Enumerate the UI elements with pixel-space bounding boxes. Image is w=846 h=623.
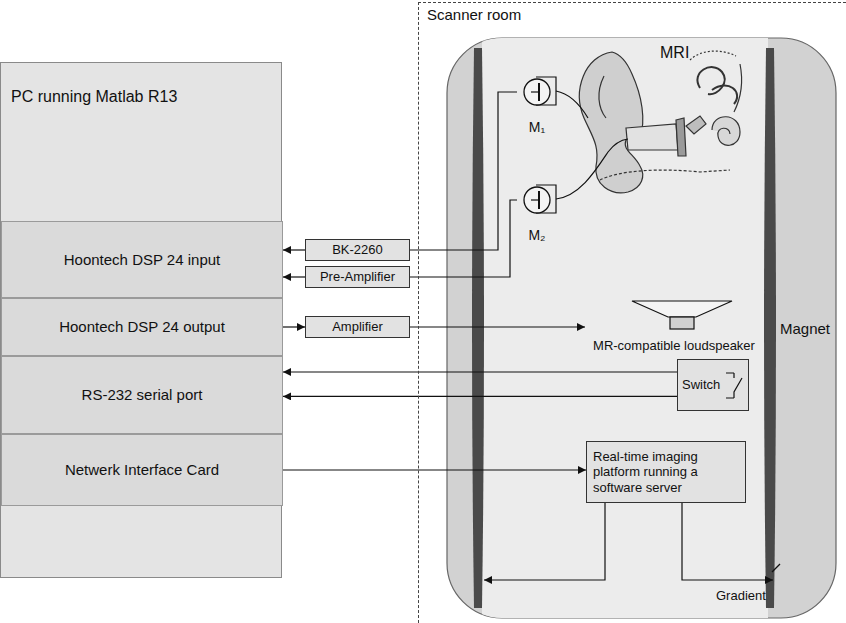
io-box: Hoontech DSP 24 output	[1, 298, 283, 356]
node-text: Magnet	[780, 320, 830, 338]
loudspeaker-symbol	[585, 297, 763, 333]
loudspeaker: MR-compatible loudspeaker	[585, 297, 763, 355]
node-text: RS-232 serial port	[82, 386, 203, 404]
microphone: M₂	[517, 183, 557, 245]
node-text: Hoontech DSP 24 input	[64, 251, 221, 269]
microphone-symbol	[517, 75, 557, 111]
gradient-connection	[484, 502, 780, 580]
node-text: PC running Matlab R13	[11, 87, 177, 106]
node-text: BK-2260	[332, 242, 383, 258]
node-text: Switch	[682, 377, 720, 393]
connector	[682, 503, 773, 580]
node-text: Pre-Amplifier	[320, 269, 395, 285]
node-text: Amplifier	[332, 319, 383, 335]
node-text: MR-compatible loudspeaker	[593, 338, 755, 355]
ear-illustration	[580, 51, 742, 193]
node-text: Scanner room	[427, 6, 521, 24]
device-box: Amplifier	[305, 316, 410, 338]
connector	[410, 326, 585, 327]
microphone: M₁	[517, 75, 557, 137]
connector	[410, 200, 517, 277]
magnet-band: Magnet	[773, 39, 837, 619]
node-text: M₁	[529, 119, 545, 137]
io-box: Netwerk Interface Card	[1, 434, 283, 506]
connector	[283, 469, 586, 470]
node-text: Real-time imaging platform running a sof…	[593, 449, 739, 496]
io-box: Hoontech DSP 24 input	[1, 221, 283, 298]
platform-box: Real-time imaging platform running a sof…	[586, 441, 746, 503]
switch-box: Switch	[677, 359, 749, 411]
connector	[283, 276, 305, 277]
part-label: Gradient	[716, 588, 766, 603]
microphone-symbol	[517, 183, 557, 219]
node-text: M₂	[528, 227, 545, 245]
connector	[283, 371, 677, 372]
connector	[283, 249, 305, 250]
io-box: RS-232 serial port	[1, 356, 283, 434]
connector	[283, 396, 677, 397]
computer-panel: PC running Matlab R13Hoontech DSP 24 inp…	[0, 62, 282, 578]
node-text: Netwerk Interface Card	[65, 461, 219, 479]
device-box: BK-2260	[305, 239, 410, 261]
device-box: Pre-Amplifier	[305, 266, 410, 288]
switch-symbol	[724, 366, 746, 406]
connector	[283, 326, 305, 327]
scanner-room-region: Scanner roomMagnet M₁ M₂ MR-compatible loud…	[418, 2, 846, 623]
connector	[410, 92, 517, 250]
scanner-label: MRI	[660, 44, 689, 62]
microphone-tubes	[536, 77, 628, 213]
node-text: Hoontech DSP 24 output	[59, 318, 225, 336]
